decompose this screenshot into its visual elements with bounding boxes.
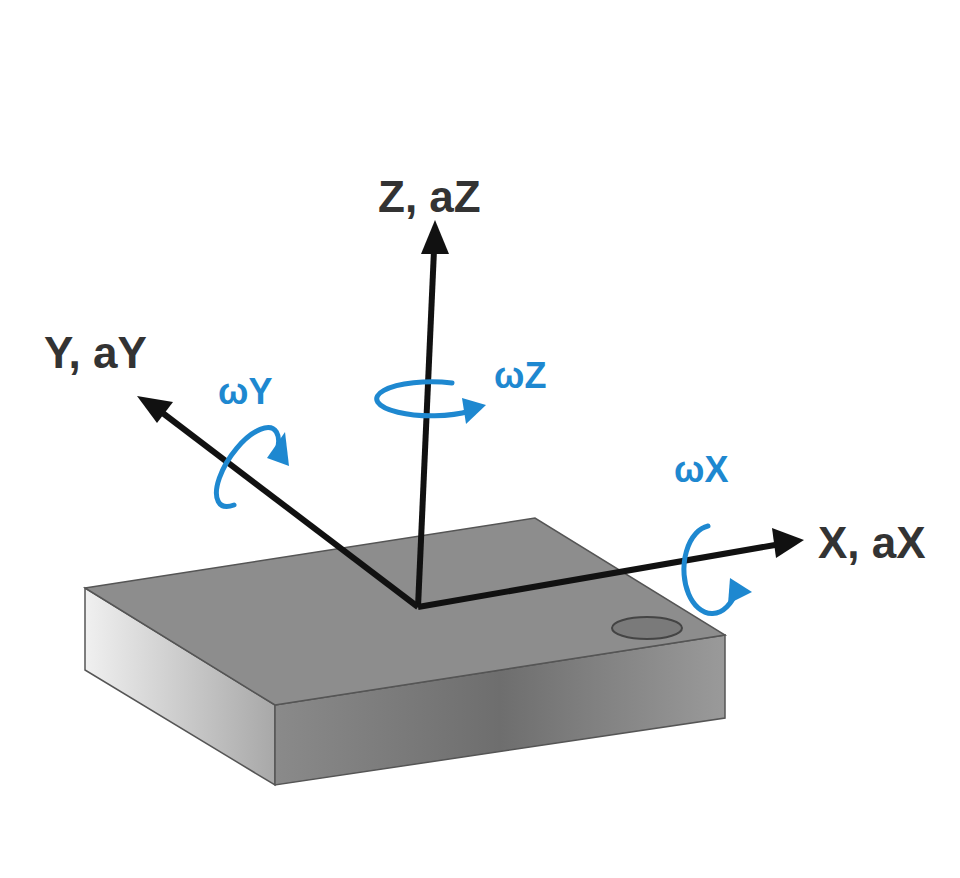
- rotation-label: ωX: [674, 452, 728, 488]
- rotation-arrows: [216, 382, 736, 614]
- axis-label: Y, aY: [44, 331, 147, 375]
- sensor-chip: [85, 518, 725, 785]
- axis-label: Z, aZ: [378, 175, 481, 219]
- rotation-label: ωY: [218, 374, 272, 410]
- axis-label: X, aX: [818, 521, 926, 565]
- rotation-arrowheads: [267, 398, 752, 604]
- axis-arrowheads: [137, 220, 804, 558]
- rotation-label: ωZ: [494, 358, 546, 394]
- axis-arrows: [160, 250, 775, 607]
